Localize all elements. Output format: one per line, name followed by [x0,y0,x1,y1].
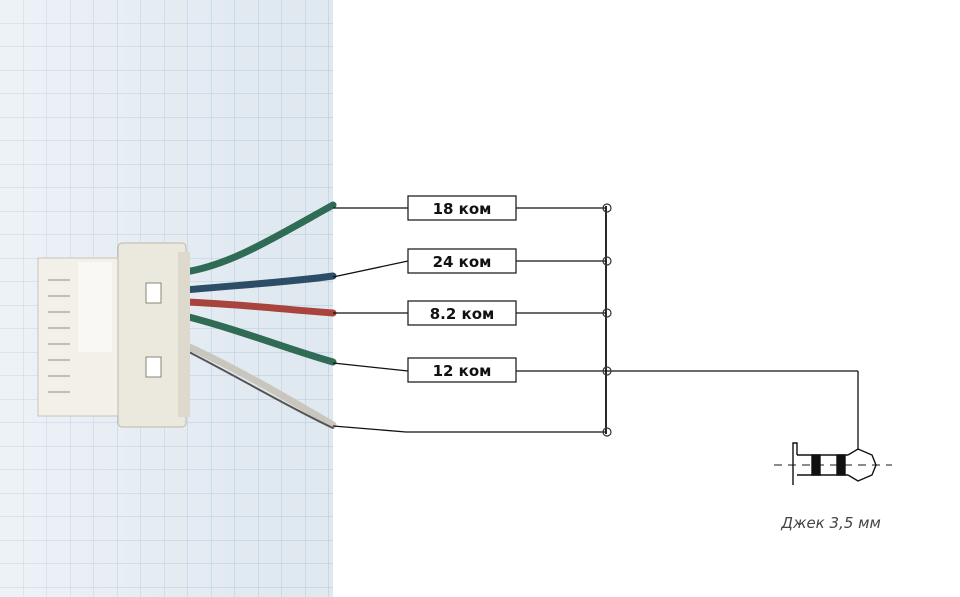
wire-blue [181,272,337,294]
jack-3-5mm-icon [774,442,892,485]
resistor-1: 18 ком [407,195,517,221]
wires [181,201,337,429]
connector [37,242,190,428]
wire-green-top [181,201,337,276]
resistor-label: 12 ком [433,362,492,380]
resistor-4: 12 ком [407,357,517,383]
wire-white [181,341,337,429]
wire-green-bottom [181,312,337,366]
resistor-label: 8.2 ком [430,305,495,323]
connector-photo [0,0,337,597]
wire-red [181,298,337,317]
jack-label: Джек 3,5 мм [780,514,881,532]
resistor-label: 18 ком [433,200,492,218]
resistor-3: 8.2 ком [407,300,517,326]
nodes [602,203,612,437]
leads [332,206,859,450]
resistor-label: 24 ком [433,253,492,271]
resistor-2: 24 ком [407,248,517,274]
